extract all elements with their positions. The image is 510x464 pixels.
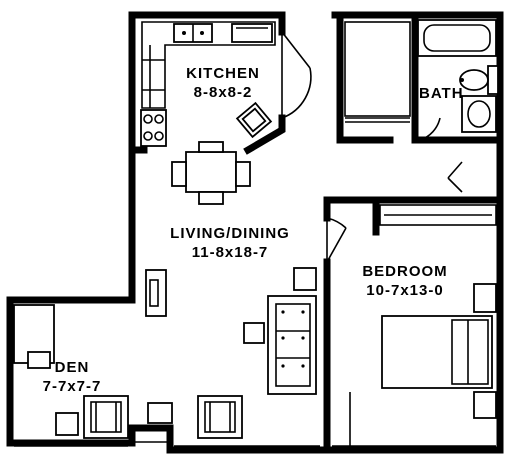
refrigerator-icon	[231, 23, 273, 43]
living-dining-label: LIVING/DINING 11-8x18-7	[150, 224, 310, 262]
bedroom-name: BEDROOM	[362, 263, 448, 280]
den-dimensions: 7-7x7-7	[42, 378, 102, 395]
stove-icon	[140, 109, 167, 147]
bed-icon	[381, 315, 493, 389]
bath-label: BATH	[419, 84, 464, 103]
living-door	[326, 217, 347, 263]
living-dining-name: LIVING/DINING	[170, 225, 290, 242]
bedroom-label: BEDROOM 10-7x13-0	[340, 262, 470, 300]
kitchen-door	[281, 31, 312, 119]
den-armchair-icon	[83, 395, 129, 439]
bath-name: BATH	[419, 85, 464, 102]
living-armchair-icon	[197, 395, 243, 439]
den-desk-icon	[13, 304, 55, 369]
den-label: DEN 7-7x7-7	[22, 358, 122, 396]
side-table-icon	[147, 402, 173, 424]
living-dining-dimensions: 11-8x18-7	[191, 244, 269, 261]
walls	[6, 11, 504, 454]
toilet-icon	[459, 65, 499, 95]
bedroom-closet	[379, 204, 497, 226]
sofa-icon	[267, 295, 317, 395]
kitchen-chair-icon	[235, 101, 273, 139]
kitchen-label: KITCHEN 8-8x8-2	[168, 64, 278, 102]
vanity-sink-icon	[461, 95, 497, 133]
den-name: DEN	[54, 359, 90, 376]
bath-door	[419, 117, 463, 193]
bathtub-icon	[417, 19, 497, 57]
kitchen-dimensions: 8-8x8-2	[193, 84, 253, 101]
dining-table-icon	[171, 141, 251, 205]
windows	[14, 441, 496, 447]
bedroom-dimensions: 10-7x13-0	[366, 282, 444, 299]
kitchen-counter	[141, 21, 276, 109]
tv-stand-icon	[145, 269, 167, 317]
den-side-table-icon	[55, 412, 79, 436]
nightstand-icon	[473, 283, 497, 419]
sink-icon	[173, 23, 213, 43]
end-table-icon	[243, 267, 317, 344]
kitchen-name: KITCHEN	[186, 65, 260, 82]
closet-shelf	[344, 21, 411, 123]
